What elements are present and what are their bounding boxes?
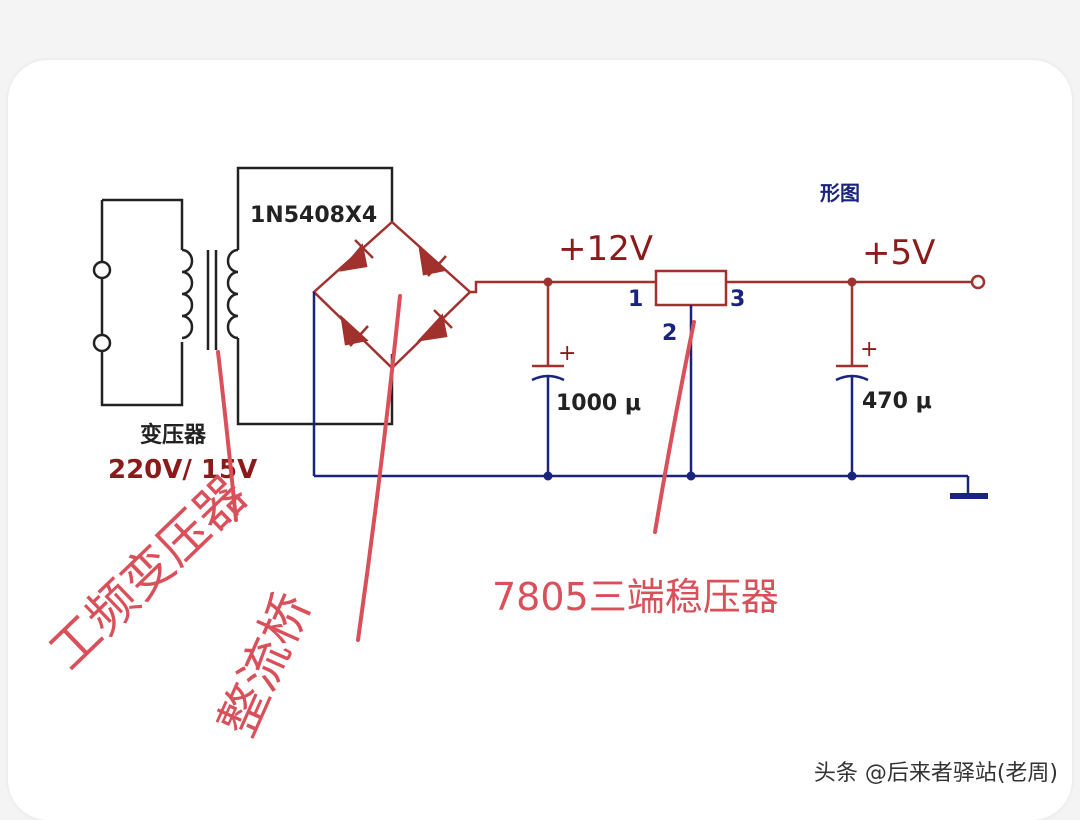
cap1-value-label: 1000 μ bbox=[556, 391, 641, 416]
diode-bottom-right bbox=[416, 309, 453, 342]
pin2-label: 2 bbox=[662, 321, 677, 346]
input-terminal-bottom bbox=[92, 333, 112, 353]
cap1-plus-label: + bbox=[558, 341, 576, 366]
transformer-rating-label: 220V/ 15V bbox=[108, 455, 257, 485]
voltage-12v-label: +12V bbox=[558, 229, 653, 269]
watermark: 头条 @后来者驿站(老周) bbox=[813, 761, 1058, 786]
figure-tag: 形图 bbox=[820, 181, 860, 205]
positive-rail bbox=[532, 269, 986, 368]
input-terminal-top bbox=[92, 260, 112, 280]
annotation-transformer: 工频变压器 bbox=[38, 465, 258, 680]
diode-bottom-left bbox=[340, 314, 369, 347]
transformer-label: 变压器 bbox=[140, 422, 207, 448]
annotation-pointer-transformer bbox=[216, 350, 238, 522]
primary-top-wire bbox=[102, 198, 184, 250]
diode-top-left bbox=[338, 239, 374, 272]
image-card bbox=[8, 60, 1072, 820]
junction-dot bbox=[847, 277, 857, 287]
annotation-pointer-bridge bbox=[356, 294, 402, 642]
junction-dot bbox=[543, 277, 553, 287]
regulator-7805 bbox=[654, 269, 728, 307]
cap2-value-label: 470 μ bbox=[862, 389, 932, 414]
junction-dot bbox=[847, 471, 857, 481]
annotation-regulator: 7805三端稳压器 bbox=[492, 575, 779, 619]
pin1-label: 1 bbox=[628, 287, 643, 312]
bridge-rectifier bbox=[312, 220, 548, 370]
pin3-label: 3 bbox=[730, 287, 745, 312]
ground-symbol bbox=[950, 493, 988, 499]
primary-bottom-wire bbox=[100, 342, 184, 407]
primary-circuit bbox=[92, 198, 184, 407]
junction-dot bbox=[543, 471, 553, 481]
secondary-coil bbox=[226, 248, 239, 340]
voltage-5v-label: +5V bbox=[862, 233, 935, 273]
annotation-strokes bbox=[216, 294, 696, 642]
diode-top-right bbox=[418, 244, 447, 277]
output-terminal bbox=[970, 274, 986, 290]
bridge-part-label: 1N5408X4 bbox=[250, 203, 377, 228]
annotation-pointer-regulator bbox=[653, 320, 696, 534]
bridge-diamond bbox=[312, 220, 472, 370]
secondary-top-wire bbox=[236, 166, 394, 250]
annotation-bridge: 整流桥 bbox=[208, 584, 322, 745]
primary-coil bbox=[181, 248, 194, 340]
ground-rail bbox=[312, 292, 970, 494]
cap2-plus-label: + bbox=[860, 337, 878, 362]
junction-dot bbox=[686, 471, 696, 481]
bridge-output-wire bbox=[470, 280, 548, 294]
